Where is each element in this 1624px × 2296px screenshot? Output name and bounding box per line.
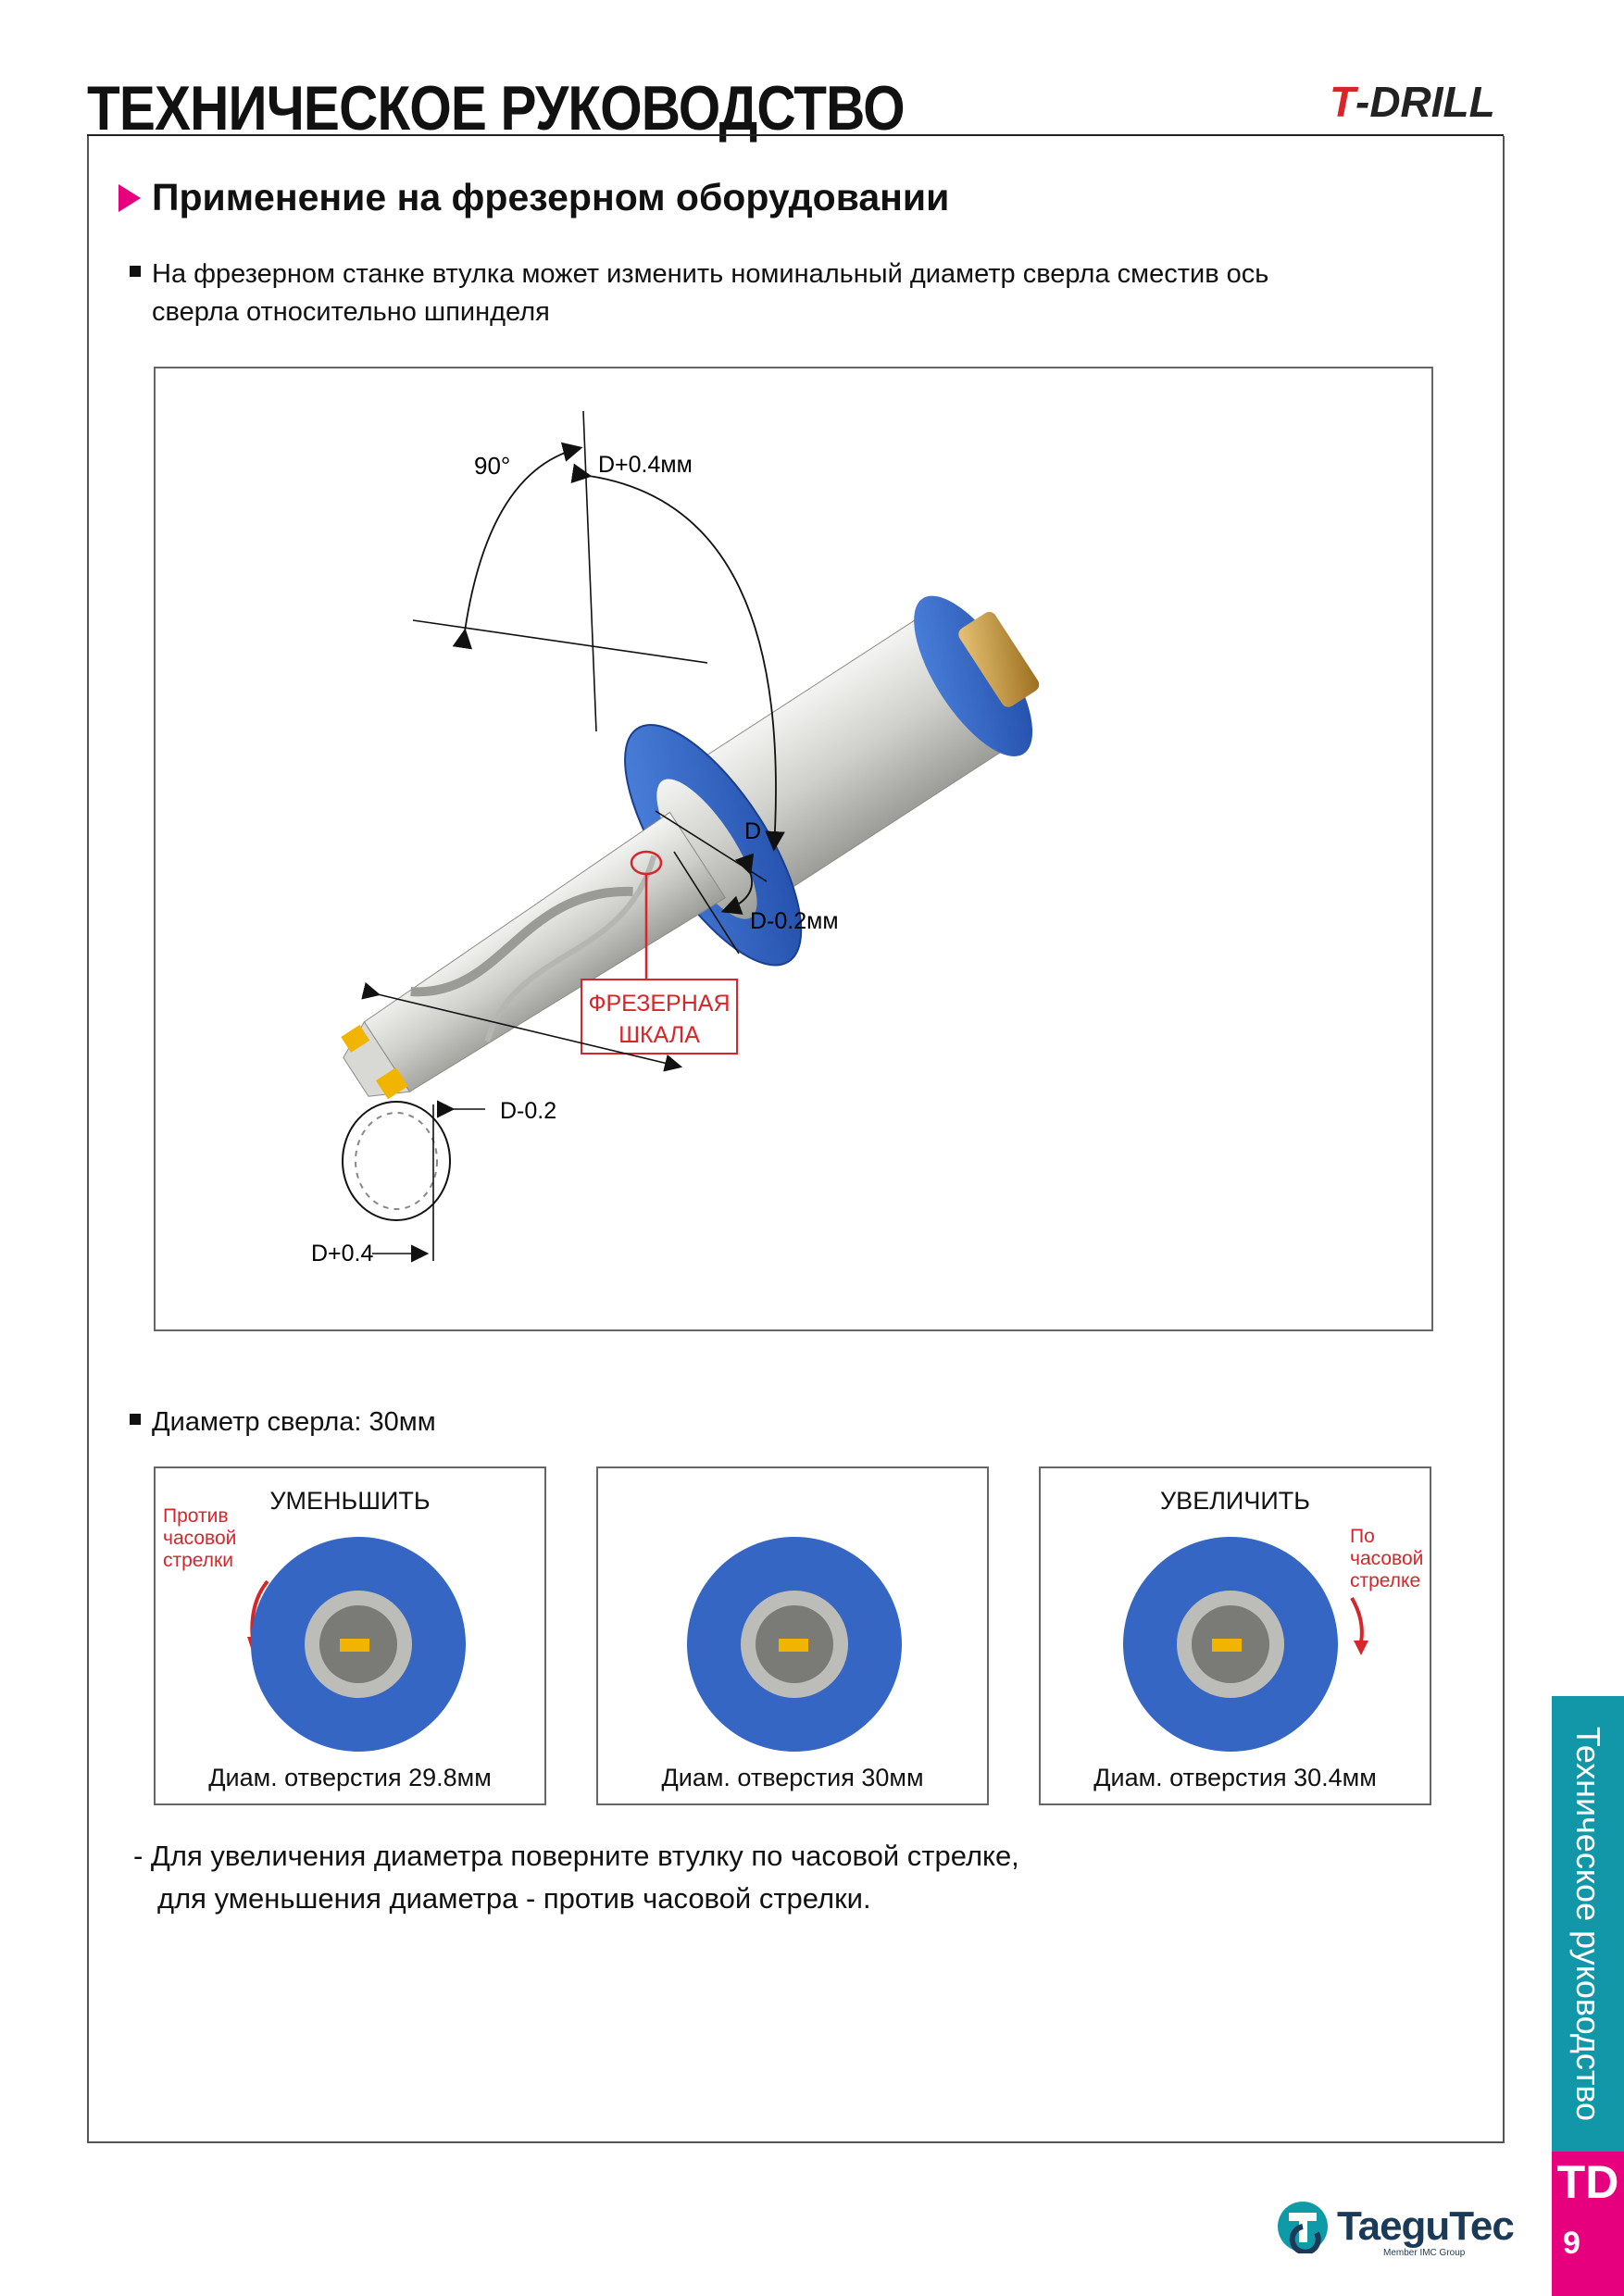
intro-paragraph: На фрезерном станке втулка может изменит… xyxy=(130,256,1333,331)
company-name: TaeguTec xyxy=(1337,2203,1515,2249)
company-logo: TaeguTec Member IMC Group xyxy=(1276,2200,1515,2258)
svg-text:T: T xyxy=(1330,78,1359,126)
minus-arc xyxy=(720,853,755,915)
hole-plus-label: D+0.4 xyxy=(311,1241,374,1267)
increase-title: УВЕЛИЧИТЬ xyxy=(1160,1487,1310,1515)
axis-line xyxy=(582,410,597,732)
offset-arrow xyxy=(361,981,683,1072)
square-bullet-icon xyxy=(130,266,141,277)
note-line-1: - Для увеличения диаметра поверните втул… xyxy=(133,1840,1019,1872)
section-heading-text: Применение на фрезерном оборудовании xyxy=(152,176,950,218)
nominal-caption: Диам. отверстия 30мм xyxy=(661,1764,924,1791)
drill-diameter-text: Диаметр сверла: 30мм xyxy=(152,1407,436,1437)
sleeve-dial-cw xyxy=(1123,1537,1338,1752)
svg-text:-DRILL: -DRILL xyxy=(1355,78,1495,126)
drill-illustration: 90° D+0.4мм D D-0.2мм ФРЕЗЕРНАЯ ШКАЛА D-… xyxy=(311,410,1040,1267)
side-tab-label: Техническое руководство xyxy=(1569,1726,1607,2122)
page-title: ТЕХНИЧЕСКОЕ РУКОВОДСТВО xyxy=(87,73,906,144)
decrease-direction: Против часовой стрелки xyxy=(163,1505,237,1571)
intro-line-1: На фрезерном станке втулка может изменит… xyxy=(152,259,1269,289)
content-frame xyxy=(87,136,1505,2143)
cw-arrow-icon xyxy=(1350,1596,1368,1655)
square-bullet-icon xyxy=(130,1414,141,1425)
increase-panel: УВЕЛИЧИТЬ По часовой стрелке Диам. отвер… xyxy=(1039,1466,1431,1805)
drill-diameter-line: Диаметр сверла: 30мм xyxy=(130,1404,436,1441)
section-heading: Применение на фрезерном оборудовании xyxy=(119,176,949,219)
taegutec-emblem-icon xyxy=(1278,2202,1328,2253)
section-code: TD xyxy=(1556,2156,1619,2208)
company-tagline: Member IMC Group xyxy=(1383,2248,1466,2258)
page-tab: TD 9 xyxy=(1552,2152,1624,2296)
plus-arc xyxy=(570,463,785,852)
triangle-bullet-icon xyxy=(119,183,141,212)
plus-label: D+0.4мм xyxy=(598,452,693,478)
angle-arc xyxy=(452,442,583,650)
increase-direction: По часовой стрелке xyxy=(1350,1526,1424,1591)
decrease-panel: УМЕНЬШИТЬ Против часовой стрелки Диам. о… xyxy=(154,1466,546,1805)
hole-minus-label: D-0.2 xyxy=(500,1098,556,1124)
decrease-caption: Диам. отверстия 29.8мм xyxy=(208,1764,492,1791)
minus-label: D-0.2мм xyxy=(750,908,839,934)
sleeve-dial-ccw xyxy=(247,1537,466,1752)
decrease-title: УМЕНЬШИТЬ xyxy=(269,1487,431,1515)
scale-callout-line-2: ШКАЛА xyxy=(618,1022,700,1048)
scale-callout-line-1: ФРЕЗЕРНАЯ xyxy=(588,991,730,1017)
intro-line-2: сверла относительно шпинделя xyxy=(152,297,550,327)
section-side-tab: Техническое руководство xyxy=(1552,1696,1624,2152)
increase-caption: Диам. отверстия 30.4мм xyxy=(1093,1764,1377,1791)
nominal-panel: Диам. отверстия 30мм xyxy=(596,1466,989,1805)
t-drill-logo: T -DRILL xyxy=(1330,78,1495,126)
hole-diagram: D-0.2 D+0.4 xyxy=(311,1098,556,1267)
angle-label: 90° xyxy=(474,452,510,480)
d-label: D xyxy=(744,818,761,844)
sleeve-dial-nominal xyxy=(687,1537,902,1752)
drill-body xyxy=(341,595,1040,1100)
instruction-note: - Для увеличения диаметра поверните втул… xyxy=(133,1835,1019,1920)
page-number: 9 xyxy=(1563,2226,1580,2261)
note-line-2: для уменьшения диаметра - против часовой… xyxy=(157,1882,871,1915)
header-rule xyxy=(87,134,1504,136)
drill-diagram: 90° D+0.4мм D D-0.2мм ФРЕЗЕРНАЯ ШКАЛА D-… xyxy=(154,367,1433,1331)
reference-line xyxy=(412,619,708,664)
